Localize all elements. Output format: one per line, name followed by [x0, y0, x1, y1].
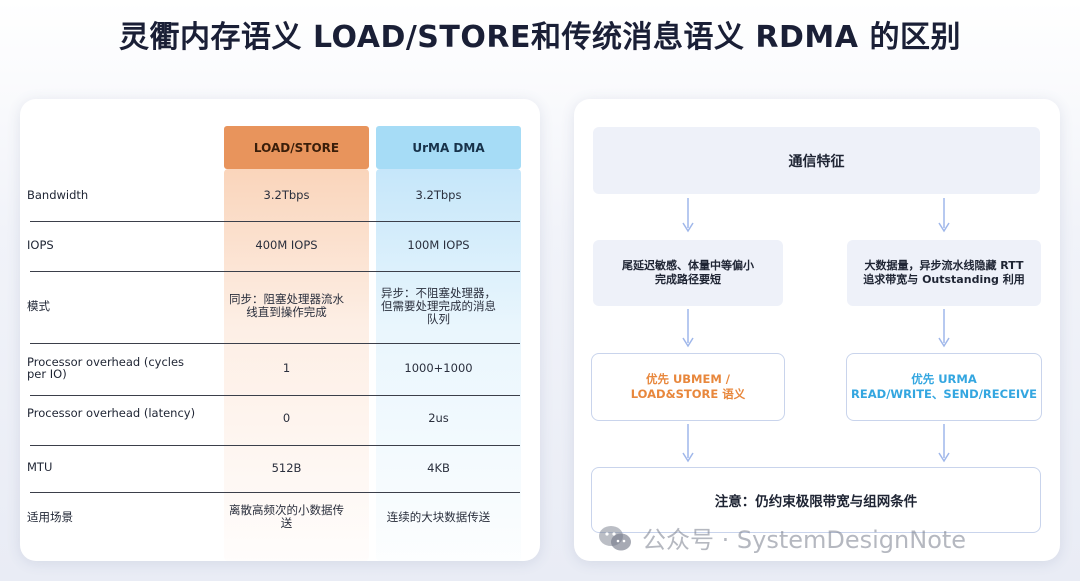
- prefer-ubmem-line2: LOAD&STORE 语义: [630, 387, 746, 401]
- column-header-urma: UrMA DMA: [376, 126, 521, 169]
- prefer-ubmem-line1: 优先 UBMEM /: [645, 372, 731, 386]
- bulk-data-feature-text: 大数据量，异步流水线隐藏 RTT 追求带宽与 Outstanding 利用: [863, 259, 1025, 286]
- arrow-down-icon: [682, 198, 694, 233]
- row-separator: [30, 271, 520, 272]
- row-separator: [30, 445, 520, 446]
- latency-sensitive-feature-text: 尾延迟敏感、体量中等偏小完成路径要短: [622, 259, 754, 286]
- cell-urma-bandwidth: 3.2Tbps: [415, 187, 462, 202]
- watermark: 公众号 · SystemDesignNote: [598, 520, 966, 555]
- bulk-data-feature-box: 大数据量，异步流水线隐藏 RTT 追求带宽与 Outstanding 利用: [847, 240, 1041, 306]
- cell-urma-iops: 100M IOPS: [407, 237, 470, 252]
- arrow-down-icon: [938, 424, 950, 463]
- cell-load-iops: 400M IOPS: [255, 237, 318, 252]
- constraint-note-box: 注意：仍约束极限带宽与组网条件: [591, 467, 1041, 533]
- urma-column-background: [376, 169, 521, 561]
- cell-load-overhead-cycles: 1: [282, 360, 291, 375]
- row-label-scenario: 适用场景: [27, 510, 73, 524]
- arrow-down-icon: [938, 198, 950, 233]
- decision-diagram-panel: 通信特征 尾延迟敏感、体量中等偏小完成路径要短 大数据量，异步流水线隐藏 RTT…: [574, 99, 1060, 561]
- communication-features-box: 通信特征: [593, 127, 1040, 194]
- arrow-down-icon: [938, 309, 950, 348]
- prefer-urma-line1: 优先 URMA: [911, 372, 977, 386]
- prefer-ubmem-box: 优先 UBMEM / LOAD&STORE 语义: [591, 353, 785, 421]
- cell-load-bandwidth: 3.2Tbps: [263, 187, 310, 202]
- row-label-overhead-latency: Processor overhead (latency): [27, 406, 196, 420]
- row-label-mode: 模式: [27, 299, 50, 313]
- cell-urma-mode: 异步：不阻塞处理器，但需要处理完成的消息队列: [381, 285, 496, 326]
- cell-urma-overhead-cycles: 1000+1000: [404, 360, 473, 375]
- load-store-column-background: [224, 169, 369, 561]
- cell-load-mtu: 512B: [271, 460, 302, 475]
- arrow-down-icon: [682, 424, 694, 463]
- row-separator: [30, 343, 520, 344]
- prefer-urma-line2: READ/WRITE、SEND/RECEIVE: [851, 387, 1037, 401]
- column-header-load-store: LOAD/STORE: [224, 126, 369, 169]
- wechat-icon: [599, 525, 631, 550]
- cell-load-overhead-latency: 0: [282, 410, 291, 425]
- page-title: 灵衢内存语义 LOAD/STORE和传统消息语义 RDMA 的区别: [119, 20, 961, 55]
- row-label-mtu: MTU: [27, 460, 53, 474]
- row-label-bandwidth: Bandwidth: [27, 188, 89, 202]
- cell-load-scenario: 离散高频次的小数据传送: [229, 503, 344, 530]
- prefer-urma-box: 优先 URMA READ/WRITE、SEND/RECEIVE: [846, 353, 1042, 421]
- row-label-iops: IOPS: [27, 238, 54, 252]
- row-label-overhead-cycles: Processor overhead (cycles per IO): [27, 355, 185, 381]
- watermark-text: 公众号 · SystemDesignNote: [642, 526, 967, 554]
- row-separator: [30, 395, 520, 396]
- cell-urma-mtu: 4KB: [427, 460, 450, 475]
- comparison-table-panel: LOAD/STORE UrMA DMA Bandwidth 3.2Tbps 3.…: [20, 99, 540, 561]
- row-separator: [30, 221, 520, 222]
- cell-load-mode: 同步：阻塞处理器流水线直到操作完成: [229, 292, 344, 319]
- latency-sensitive-feature-box: 尾延迟敏感、体量中等偏小完成路径要短: [593, 240, 783, 306]
- arrow-down-icon: [682, 309, 694, 348]
- row-separator: [30, 492, 520, 493]
- cell-urma-overhead-latency: 2us: [428, 410, 449, 425]
- cell-urma-scenario: 连续的大块数据传送: [386, 509, 491, 524]
